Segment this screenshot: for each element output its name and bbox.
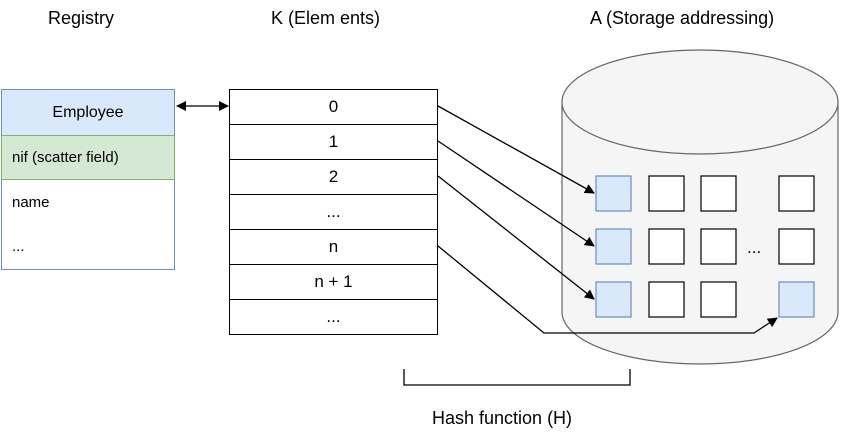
registry-header: Employee — [2, 90, 174, 136]
arrow-1-to-cell — [437, 140, 595, 247]
storage-cell-highlighted — [778, 281, 815, 318]
storage-ellipsis: ... — [747, 238, 761, 257]
arrow-n-to-cell — [437, 245, 778, 334]
hash-function-label: Hash function (H) — [432, 408, 573, 428]
element-cell: 1 — [229, 124, 438, 160]
registry-table: Employee nif (scatter field) name ... — [1, 89, 175, 270]
registry-row: name — [12, 193, 50, 211]
hash-arrows — [437, 105, 778, 334]
storage-cell — [700, 281, 737, 318]
element-cell: n — [229, 229, 438, 265]
storage-cell — [778, 228, 815, 265]
storage-cell — [778, 175, 815, 212]
storage-cell-highlighted — [595, 175, 632, 212]
storage-cell — [648, 175, 685, 212]
arrow-0-to-cell — [437, 105, 595, 194]
elements-title: K (Elem ents) — [271, 8, 381, 28]
elements-list: 0 1 2 ... n n + 1 ... — [229, 89, 438, 335]
storage-cell — [700, 175, 737, 212]
element-cell: ... — [229, 299, 438, 335]
storage-cell — [648, 228, 685, 265]
hash-bracket — [403, 369, 631, 386]
element-cell: ... — [229, 194, 438, 230]
storage-cell-highlighted — [595, 228, 632, 265]
storage-cell — [648, 281, 685, 318]
arrow-2-to-cell — [437, 175, 595, 300]
registry-row: ... — [12, 237, 25, 255]
storage-title: A (Storage addressing) — [590, 8, 775, 28]
storage-cell-highlighted — [595, 281, 632, 318]
element-cell: 0 — [229, 89, 438, 125]
registry-scatter-field: nif (scatter field) — [1, 135, 175, 180]
registry-title: Registry — [48, 8, 115, 28]
storage-grid: ... — [595, 175, 815, 318]
storage-cell — [700, 228, 737, 265]
element-cell: n + 1 — [229, 264, 438, 300]
element-cell: 2 — [229, 159, 438, 195]
